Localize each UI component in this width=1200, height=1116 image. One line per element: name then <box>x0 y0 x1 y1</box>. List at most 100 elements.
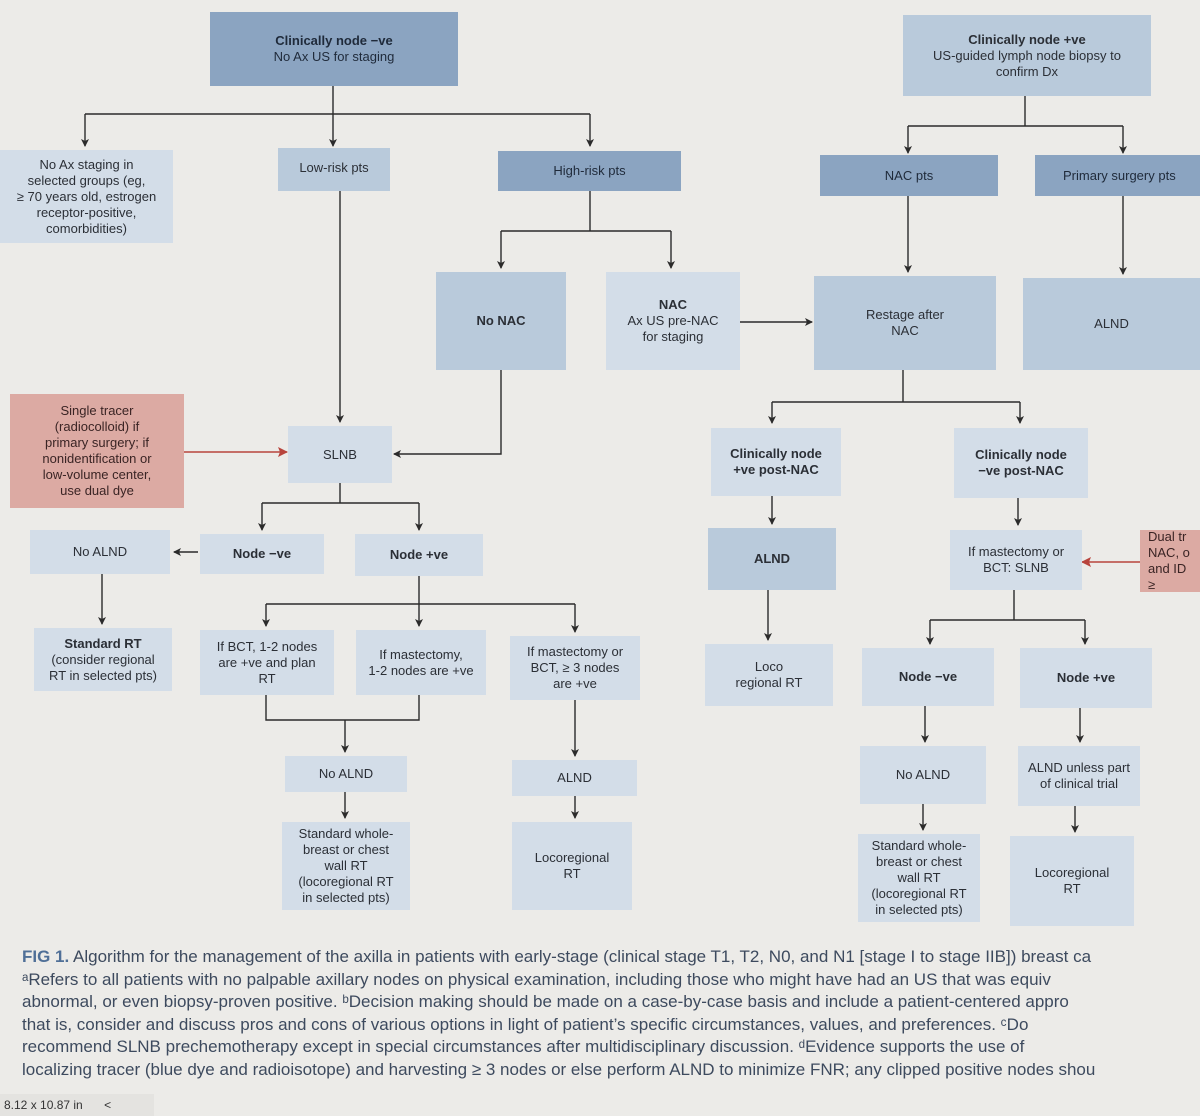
figure-caption: FIG 1. Algorithm for the management of t… <box>22 946 1200 1081</box>
node-line: Ax US pre-NAC <box>627 313 719 328</box>
node-line: NAC <box>891 323 919 338</box>
caption-line: abnormal, or even biopsy-proven positive… <box>22 992 1069 1011</box>
node-line: If mastectomy or <box>526 644 624 659</box>
caption-fig-label: FIG 1. <box>22 947 70 966</box>
node-no-alnd-right: No ALND <box>860 746 986 804</box>
node-line: RT <box>258 670 276 686</box>
node-high-risk: High-risk pts <box>498 151 681 191</box>
caption-line: localizing tracer (blue dye and radioiso… <box>22 1059 1096 1079</box>
node-line: nonidentification or <box>42 451 152 466</box>
node-no-alnd-left: No ALND <box>30 530 170 574</box>
node-line: Restage after <box>865 307 945 322</box>
node-line: are +ve <box>553 676 597 691</box>
node-line: Locoregional <box>534 850 610 865</box>
node-alnd-b: ALND <box>512 760 637 796</box>
node-line: BCT: SLNB <box>983 560 1049 575</box>
node-line: NAC, o <box>1148 545 1190 560</box>
node-line: regional RT <box>735 675 803 690</box>
node-line: Clinically node <box>975 447 1067 462</box>
nav-back-button[interactable]: < <box>104 1098 112 1112</box>
node-line: 1-2 nodes are +ve <box>368 662 474 678</box>
node-line: No ALND <box>72 544 128 559</box>
node-title: NAC <box>658 297 688 312</box>
node-line: comorbidities) <box>46 220 127 236</box>
node-line: of clinical trial <box>1039 776 1118 791</box>
node-line: If mastectomy or <box>967 544 1065 559</box>
node-line: No NAC <box>476 313 526 328</box>
node-line: Standard whole- <box>298 826 394 841</box>
node-line: Primary surgery pts <box>1063 167 1176 183</box>
node-line: −ve post-NAC <box>978 463 1064 478</box>
caption-line: recommend SLNB prechemotherapy except in… <box>22 1037 1025 1056</box>
node-line: ALND <box>1094 316 1129 331</box>
caption-line: that is, consider and discuss pros and c… <box>22 1014 1029 1034</box>
node-no-alnd-mid: No ALND <box>285 756 407 792</box>
page-size: 8.12 x 10.87 in <box>4 1098 83 1112</box>
node-line: Node +ve <box>1056 670 1116 685</box>
node-line: ALND unless part <box>1028 760 1130 775</box>
node-line: low-volume center, <box>42 467 152 482</box>
node-line: Single tracer <box>60 403 134 418</box>
node-cn-neg-post-nac: Clinically node−ve post-NAC <box>954 428 1088 498</box>
node-cn-pos-post-nac: Clinically node+ve post-NAC <box>711 428 841 496</box>
node-mastectomy-1-2: If mastectomy,1-2 nodes are +ve <box>356 630 486 695</box>
node-line: SLNB <box>323 446 357 462</box>
node-alnd-primary: ALND <box>1023 278 1200 370</box>
caption-line: ᵃRefers to all patients with no palpable… <box>22 969 1051 989</box>
node-line: Locoregional <box>1034 865 1110 880</box>
node-line: Loco <box>754 659 784 674</box>
node-line: +ve post-NAC <box>733 462 819 477</box>
node-line: Clinically node <box>730 446 822 461</box>
edge-nonac-slnb <box>393 370 502 458</box>
node-line: Node −ve <box>898 669 958 684</box>
node-line: confirm Dx <box>995 63 1059 79</box>
node-line: breast or chest <box>302 842 389 857</box>
node-line: breast or chest <box>875 854 962 869</box>
status-bar: 8.12 x 10.87 in < <box>0 1094 154 1116</box>
node-line: receptor-positive, <box>36 204 137 220</box>
node-line: (consider regional <box>51 651 155 667</box>
node-line: Clinically node −ve <box>275 33 393 48</box>
node-line: in selected pts) <box>302 890 390 905</box>
node-line: and ID ≥ <box>1148 561 1187 592</box>
node-line: High-risk pts <box>553 163 626 178</box>
node-line: ALND <box>557 770 592 785</box>
node-line: wall RT <box>324 858 368 873</box>
node-line: use dual dye <box>60 483 134 498</box>
node-line: (radiocolloid) if <box>54 419 140 434</box>
node-line: Low-risk pts <box>299 160 369 175</box>
node-line: primary surgery; if <box>44 435 149 450</box>
node-line: ≥ 70 years old, estrogen <box>16 188 157 204</box>
node-nac-pts: NAC pts <box>820 155 998 196</box>
node-line: RT <box>1063 881 1081 896</box>
node-line: If mastectomy, <box>379 646 463 662</box>
node-primary-surgery: Primary surgery pts <box>1035 155 1200 196</box>
node-node-pos-left: Node +ve <box>355 534 483 576</box>
node-line: No Ax US for staging <box>273 49 395 64</box>
node-line: Clinically node +ve <box>968 31 1086 47</box>
node-line: (locoregional RT <box>298 874 394 889</box>
node-line: (locoregional RT <box>871 886 967 901</box>
node-line: are +ve and plan <box>218 654 316 670</box>
node-line: for staging <box>642 329 704 344</box>
node-line: selected groups (eg, <box>27 172 146 188</box>
node-alnd-mid: ALND <box>708 528 836 590</box>
node-line: RT <box>563 866 581 881</box>
node-line: in selected pts) <box>875 902 963 917</box>
node-line: wall RT <box>897 870 941 885</box>
